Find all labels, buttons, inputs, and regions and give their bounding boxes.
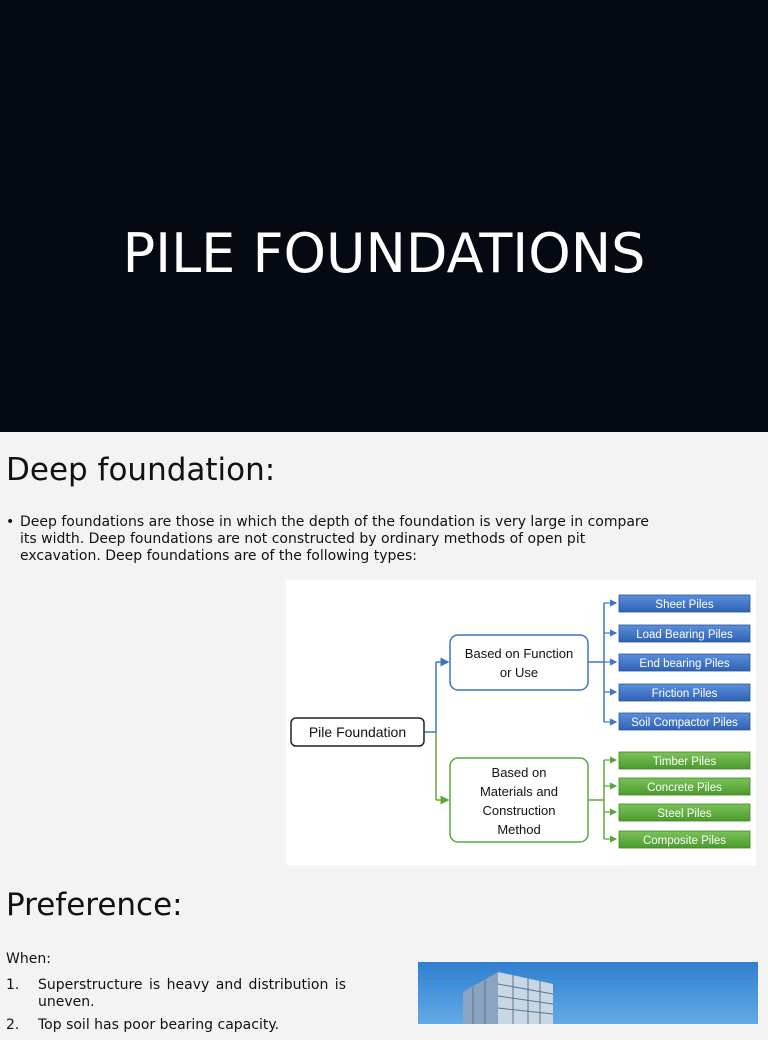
preference-list: 1. Superstructure is heavy and distribut… <box>6 977 346 1040</box>
leaf-sheet-piles: Sheet Piles <box>618 594 751 613</box>
branch-material-label-3: Construction <box>483 803 556 818</box>
svg-text:Soil Compactor Piles: Soil Compactor Piles <box>631 717 738 729</box>
when-label: When: <box>6 951 51 967</box>
branch-material-label-4: Method <box>497 822 540 837</box>
branch-function-label-1: Based on Function <box>465 646 573 661</box>
list-item: 1. Superstructure is heavy and distribut… <box>6 977 346 1011</box>
svg-text:Sheet Piles: Sheet Piles <box>655 599 713 611</box>
branch-material-label-2: Materials and <box>480 784 558 799</box>
leaf-composite-piles: Composite Piles <box>618 830 751 849</box>
branch-function-node: Based on Function or Use <box>449 634 589 691</box>
deep-foundation-slide: Deep foundation: • Deep foundations are … <box>0 432 768 867</box>
leaf-friction-piles: Friction Piles <box>618 683 751 702</box>
branch-function-label-2: or Use <box>500 665 538 680</box>
bullet-mark: • <box>6 514 15 530</box>
leaf-load-bearing-piles: Load Bearing Piles <box>618 624 751 643</box>
root-node: Pile Foundation <box>290 717 425 747</box>
section-title: Deep foundation: <box>6 452 276 488</box>
svg-text:Friction Piles: Friction Piles <box>652 688 718 700</box>
svg-text:End bearing Piles: End bearing Piles <box>639 658 729 670</box>
list-number: 1. <box>6 977 20 993</box>
leaf-soil-compactor-piles: Soil Compactor Piles <box>618 712 751 731</box>
svg-text:Load Bearing Piles: Load Bearing Piles <box>636 629 733 641</box>
branch-material-label-1: Based on <box>492 765 547 780</box>
bullet-text: Deep foundations are those in which the … <box>20 514 649 564</box>
section-title: Preference: <box>6 887 183 923</box>
list-text: Superstructure is heavy and distribution… <box>38 977 346 1010</box>
root-label: Pile Foundation <box>309 724 406 740</box>
root-connectors <box>424 657 450 805</box>
leaf-concrete-piles: Concrete Piles <box>618 777 751 796</box>
leaf-end-bearing-piles: End bearing Piles <box>618 653 751 672</box>
leaf-steel-piles: Steel Piles <box>618 803 751 822</box>
svg-text:Timber Piles: Timber Piles <box>653 756 717 768</box>
list-item: 2. Top soil has poor bearing capacity. <box>6 1017 346 1034</box>
svg-text:Composite Piles: Composite Piles <box>643 835 726 847</box>
bullet-paragraph: • Deep foundations are those in which th… <box>6 514 656 565</box>
svg-text:Steel Piles: Steel Piles <box>657 808 712 820</box>
list-number: 2. <box>6 1017 20 1033</box>
slide-title: PILE FOUNDATIONS <box>122 222 646 285</box>
building-photo <box>418 962 758 1024</box>
title-slide: PILE FOUNDATIONS <box>0 0 768 432</box>
preference-slide: Preference: When: 1. Superstructure is h… <box>0 867 768 1033</box>
pile-foundation-diagram: Pile Foundation Based on Function or Use… <box>286 580 756 865</box>
branch-material-node: Based on Materials and Construction Meth… <box>449 757 589 843</box>
svg-text:Concrete Piles: Concrete Piles <box>647 782 722 794</box>
function-leaves: Sheet Piles Load Bearing Piles End beari… <box>588 594 751 731</box>
leaf-timber-piles: Timber Piles <box>618 751 751 770</box>
material-leaves: Timber Piles Concrete Piles Steel Piles … <box>588 751 751 849</box>
list-text: Top soil has poor bearing capacity. <box>38 1017 280 1033</box>
